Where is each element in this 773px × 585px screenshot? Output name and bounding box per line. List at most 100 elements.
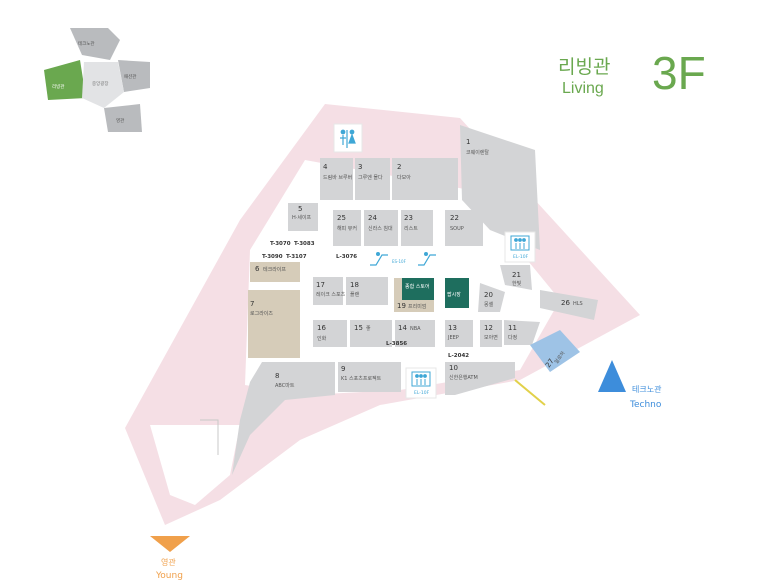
store-block-25[interactable]	[333, 210, 361, 246]
store-block-info[interactable]	[402, 278, 434, 300]
store-block-5[interactable]	[288, 203, 318, 231]
store-block-27[interactable]	[530, 330, 580, 372]
key-map: 테크노관 리빙관 패션관 영관 중앙광장	[44, 28, 150, 132]
store-num-13: 13	[448, 324, 457, 332]
store-block-24[interactable]	[364, 210, 398, 246]
store-num-19: 19	[397, 302, 406, 310]
store-name-16: 인화	[317, 335, 327, 342]
store-block-26[interactable]	[540, 290, 598, 320]
store-block-11[interactable]	[504, 320, 540, 345]
store-num-6: 6	[255, 265, 260, 273]
store-name-20: 몽셀	[484, 301, 494, 308]
store-name-13: JEEP	[447, 335, 459, 341]
store-num-11: 11	[508, 324, 517, 332]
balcony-edge	[200, 419, 219, 455]
special-info-label: 종합 스토어	[405, 283, 430, 290]
store-block-2[interactable]	[392, 158, 458, 200]
code-l3856: L-3856	[386, 341, 407, 347]
code-l2042: L-2042	[448, 353, 469, 359]
store-num-10: 10	[449, 364, 458, 372]
floor-header: 리빙관 Living 3F	[548, 47, 758, 110]
key-map-section-young[interactable]	[104, 104, 142, 132]
store-block-14[interactable]	[395, 320, 435, 347]
store-name-15: 좋	[366, 326, 371, 332]
key-map-label-tech: 테크노관	[78, 40, 95, 47]
key-map-section-living[interactable]	[44, 60, 86, 100]
elevator-icon-south	[411, 371, 431, 387]
store-num-2: 2	[397, 163, 401, 171]
store-num-21: 21	[512, 271, 521, 279]
store-num-3: 3	[358, 163, 362, 171]
elevator-label-south: EL-10F	[414, 390, 430, 396]
direction-techno-eng: Techno	[629, 400, 662, 410]
store-num-14: 14	[398, 324, 407, 332]
store-name-9: K1 스포츠프로젝트	[341, 375, 382, 382]
store-name-6: 테크라이프	[263, 266, 286, 273]
key-map-label-fashion: 패션관	[124, 73, 136, 80]
key-map-section-plaza[interactable]	[82, 62, 124, 108]
store-block-10[interactable]	[445, 362, 515, 395]
location-codes: T-3070 T-3083 T-3090 T-3107 L-3076 L-385…	[262, 241, 469, 359]
store-block-19b[interactable]	[394, 299, 434, 312]
store-name-22: SOUP	[450, 226, 464, 232]
direction-techno-kor: 테크노관	[632, 384, 662, 394]
store-name-1: 코웨이렌탈	[466, 149, 489, 156]
store-block-18[interactable]	[346, 277, 388, 305]
store-block-mart[interactable]	[445, 278, 469, 308]
store-block-12[interactable]	[480, 320, 502, 347]
key-map-section-fashion-east[interactable]	[118, 60, 150, 92]
elevator-icon-east	[510, 235, 530, 251]
store-block-21[interactable]	[500, 265, 532, 290]
building-name-english: Living	[562, 80, 604, 97]
store-block-13[interactable]	[445, 320, 473, 347]
store-block-7[interactable]	[248, 290, 300, 358]
store-block-4[interactable]	[320, 158, 353, 200]
store-num-7: 7	[250, 300, 254, 308]
store-num-15: 15	[354, 324, 363, 332]
direction-young[interactable]: 영관 Young	[150, 536, 190, 581]
special-mart-label: 팝시장	[447, 291, 461, 298]
store-num-16: 16	[317, 324, 326, 332]
store-num-4: 4	[323, 163, 328, 171]
store-block-6[interactable]	[250, 262, 300, 282]
direction-young-kor: 영관	[161, 557, 176, 567]
key-map-section-fashion[interactable]	[70, 28, 120, 60]
escalator-label: ES-10F	[392, 259, 407, 264]
store-name-8: ABC마트	[275, 382, 295, 389]
code-t3070: T-3070	[270, 241, 291, 247]
direction-arrow-techno-icon	[598, 360, 626, 392]
store-num-5: 5	[298, 205, 302, 213]
store-name-23: 리스트	[404, 225, 418, 232]
store-name-25: 해피 뷰커	[337, 225, 357, 232]
store-num-12: 12	[484, 324, 493, 332]
store-num-26: 26	[561, 299, 570, 307]
store-name-26: HLS	[573, 301, 583, 307]
store-block-22[interactable]	[445, 210, 483, 246]
store-block-20[interactable]	[478, 283, 505, 312]
direction-techno[interactable]: 테크노관 Techno	[598, 360, 662, 410]
store-block-16[interactable]	[313, 320, 347, 347]
store-name-7: 로그라이즈	[250, 310, 273, 317]
store-num-17: 17	[316, 281, 325, 289]
store-block-9[interactable]	[338, 362, 401, 392]
store-block-3[interactable]	[355, 158, 390, 200]
store-block-15[interactable]	[350, 320, 392, 347]
store-name-21: 한빛	[512, 280, 522, 287]
store-block-8[interactable]	[232, 362, 335, 475]
stair-line	[514, 379, 546, 406]
store-block-17[interactable]	[313, 277, 343, 305]
store-name-2: 다모아	[397, 174, 411, 181]
store-block-23[interactable]	[401, 210, 433, 246]
direction-young-eng: Young	[155, 571, 183, 581]
store-name-5: H·세이프	[292, 214, 312, 221]
store-num-24: 24	[368, 214, 377, 222]
elevator-label-east: EL-10F	[513, 254, 529, 260]
store-name-3: 그루엔 몰다	[358, 174, 383, 181]
key-map-label-plaza: 중앙광장	[92, 80, 109, 87]
store-name-17: 레이크 스포츠	[316, 291, 346, 298]
store-block-19[interactable]	[394, 278, 402, 308]
code-t3083: T-3083	[294, 241, 315, 247]
code-l3076: L-3076	[336, 254, 357, 260]
store-name-11: 다정	[508, 334, 517, 341]
